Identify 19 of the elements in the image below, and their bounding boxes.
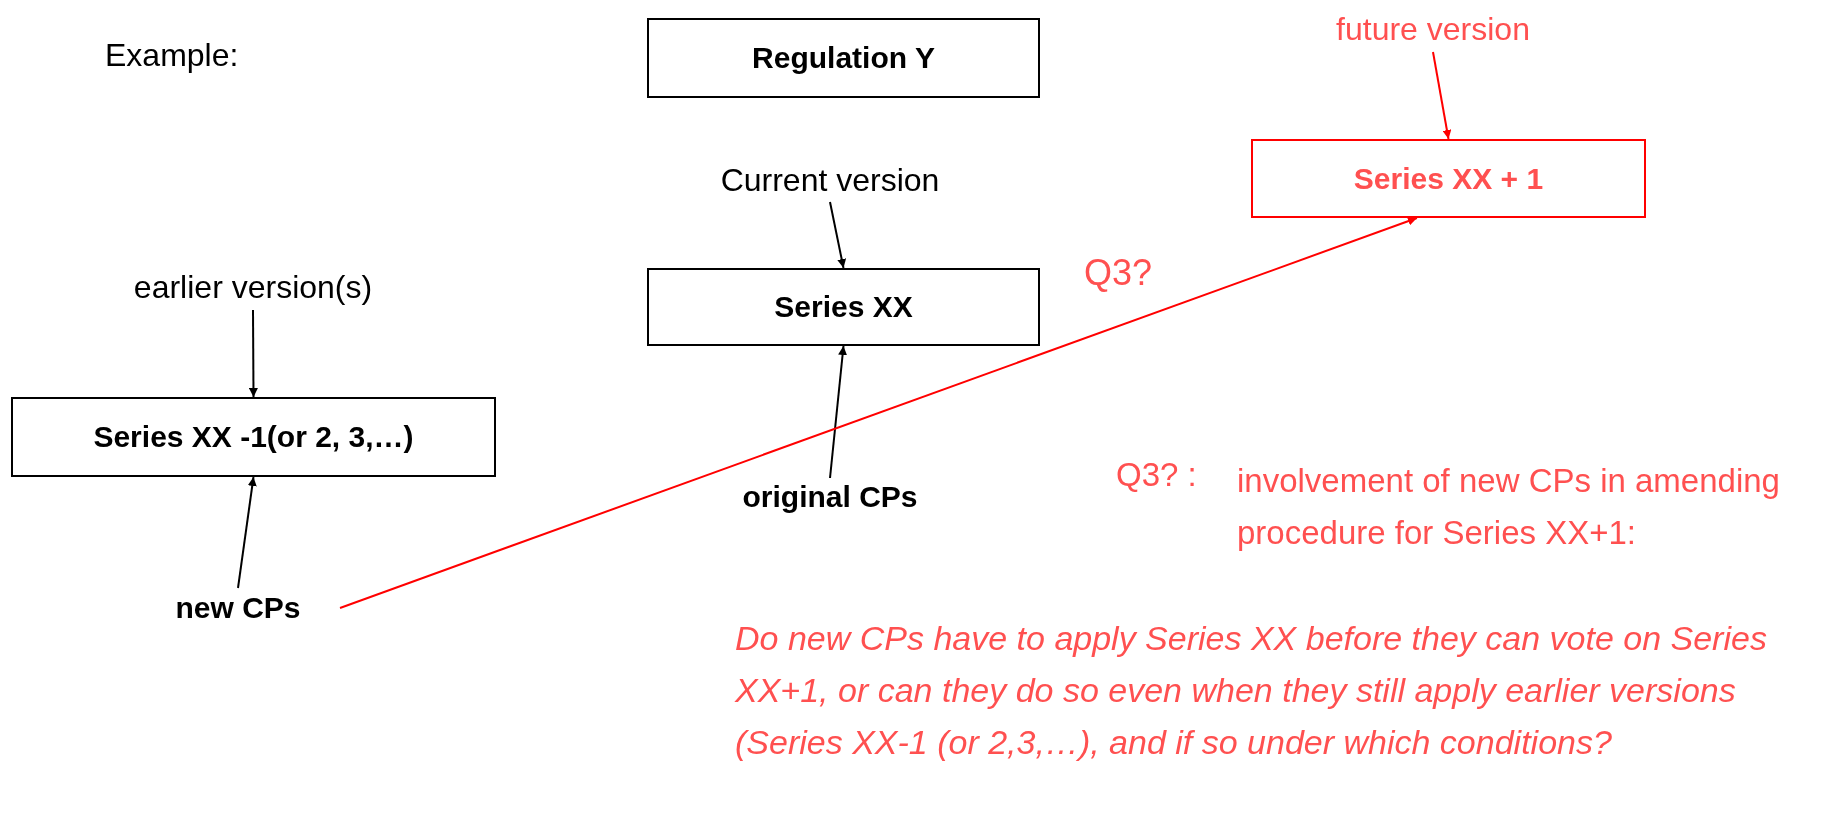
- question-text: involvement of new CPs in amending procedure for Series XX+1:: [1237, 461, 1781, 553]
- node-label: future version: [1300, 6, 1566, 52]
- arrow: [829, 345, 848, 479]
- process-box: Series XX + 1: [1251, 139, 1646, 218]
- node-label: earlier version(s): [80, 264, 426, 310]
- example-label: Example:: [105, 36, 240, 75]
- arrow: [248, 309, 258, 398]
- arrow: [237, 476, 257, 589]
- arrow: [339, 216, 1418, 609]
- arrow: [1432, 51, 1452, 140]
- arrow: [829, 201, 847, 269]
- process-box: Series XX: [647, 268, 1040, 346]
- question-paragraph: Do new CPs have to apply Series XX before they can vote on Series XX+1, or can they do so even when they still apply earlier versions (Series XX-1 (or 2,3,…), and if so under which conditions?: [735, 618, 1768, 763]
- node-label: Current version: [700, 158, 960, 202]
- question-number: Q3? :: [1116, 455, 1198, 495]
- node-label: new CPs: [136, 588, 340, 628]
- node-label: original CPs: [720, 478, 940, 516]
- process-box: Series XX -1(or 2, 3,…): [11, 397, 496, 477]
- process-box: Regulation Y: [647, 18, 1040, 98]
